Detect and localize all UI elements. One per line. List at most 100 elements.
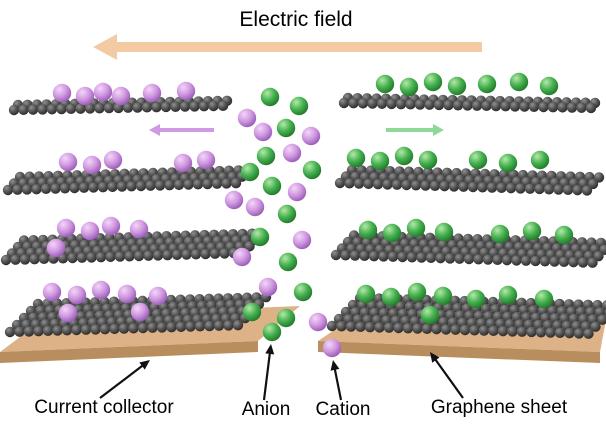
carbon-atom bbox=[56, 103, 67, 115]
carbon-atom bbox=[340, 250, 351, 261]
graphene-sheet bbox=[0, 216, 267, 266]
electric-field-arrow bbox=[93, 34, 482, 60]
carbon-atom bbox=[137, 322, 149, 334]
anion-sphere bbox=[375, 74, 395, 94]
carbon-atom bbox=[519, 101, 530, 112]
carbon-atom bbox=[416, 252, 427, 263]
cation-label: Cation bbox=[315, 399, 371, 420]
cation-sphere bbox=[129, 219, 149, 239]
cation-sphere bbox=[232, 247, 252, 267]
carbon-atom bbox=[50, 183, 61, 194]
carbon-atom bbox=[459, 324, 471, 336]
carbon-atom bbox=[439, 180, 450, 192]
carbon-atom bbox=[395, 98, 407, 110]
anion-sphere bbox=[276, 308, 296, 328]
carbon-atom bbox=[382, 179, 393, 190]
carbon-atom bbox=[133, 250, 145, 262]
carbon-atom bbox=[410, 180, 422, 191]
carbon-atom bbox=[84, 103, 96, 114]
carbon-atom bbox=[554, 327, 566, 339]
carbon-atom bbox=[59, 183, 71, 194]
cation-sphere bbox=[130, 302, 150, 322]
carbon-atom bbox=[194, 321, 206, 332]
carbon-atom bbox=[538, 101, 549, 113]
anion-sphere bbox=[346, 148, 366, 168]
anion-sphere bbox=[370, 151, 390, 171]
carbon-atom bbox=[2, 184, 14, 196]
carbon-atom bbox=[336, 321, 347, 332]
carbon-atom bbox=[97, 181, 109, 193]
carbon-atom bbox=[219, 248, 230, 259]
carbon-atom bbox=[452, 100, 464, 111]
carbon-atom bbox=[557, 102, 568, 113]
anion-sphere bbox=[262, 176, 282, 196]
carbon-atom bbox=[19, 254, 31, 265]
carbon-atom bbox=[553, 184, 564, 195]
anion-pointer bbox=[262, 344, 275, 401]
carbon-atom bbox=[511, 255, 522, 266]
cation-sphere bbox=[173, 153, 193, 173]
anion-sphere bbox=[399, 77, 419, 97]
carbon-atom bbox=[114, 251, 126, 262]
carbon-atom bbox=[181, 249, 192, 260]
carbon-atom bbox=[88, 182, 99, 193]
anion-sphere bbox=[530, 150, 550, 170]
cation-sphere bbox=[148, 286, 168, 306]
carbon-atom bbox=[597, 314, 606, 325]
carbon-atom bbox=[431, 323, 442, 335]
carbon-atom bbox=[113, 102, 124, 114]
cation-sphere bbox=[52, 83, 72, 103]
carbon-atom bbox=[353, 178, 365, 189]
carbon-atom bbox=[576, 102, 587, 113]
carbon-atom bbox=[95, 251, 107, 263]
anion-sphere bbox=[240, 162, 260, 182]
anion-sphere bbox=[302, 160, 322, 180]
carbon-atom bbox=[162, 249, 173, 261]
carbon-atom bbox=[469, 325, 480, 336]
cation-sphere bbox=[308, 312, 328, 332]
graphene-sheet bbox=[326, 282, 606, 339]
anion-sphere bbox=[256, 146, 276, 166]
anion-sphere bbox=[423, 72, 443, 92]
anion-sphere bbox=[276, 118, 296, 138]
carbon-atom bbox=[46, 104, 58, 115]
anion-sphere bbox=[382, 223, 402, 243]
carbon-atom bbox=[23, 326, 35, 337]
carbon-atom bbox=[103, 102, 115, 114]
carbon-atom bbox=[334, 177, 346, 189]
carbon-atom bbox=[572, 184, 583, 196]
carbon-atom bbox=[462, 100, 473, 111]
carbon-atom bbox=[204, 320, 215, 332]
carbon-atom bbox=[458, 181, 469, 192]
carbon-atom bbox=[209, 248, 221, 259]
current-collector-label: Current collector bbox=[34, 397, 174, 418]
anion-sphere bbox=[509, 72, 529, 92]
carbon-atom bbox=[401, 179, 412, 191]
carbon-atom bbox=[198, 101, 210, 112]
carbon-atom bbox=[450, 324, 461, 335]
carbon-atom bbox=[116, 181, 128, 192]
carbon-atom bbox=[581, 185, 593, 196]
carbon-atom bbox=[38, 253, 50, 265]
current-collector-front bbox=[318, 341, 600, 363]
cation-sphere bbox=[80, 221, 100, 241]
anion-drift-arrow bbox=[386, 124, 444, 136]
carbon-atom bbox=[8, 104, 20, 116]
carbon-atom bbox=[424, 99, 435, 110]
carbon-atom bbox=[170, 101, 181, 112]
cation-sphere bbox=[322, 338, 342, 358]
carbon-atom bbox=[29, 253, 40, 265]
carbon-atom bbox=[135, 180, 147, 192]
carbon-atom bbox=[383, 322, 395, 333]
carbon-atom bbox=[562, 184, 574, 196]
carbon-atom bbox=[171, 249, 183, 261]
carbon-atom bbox=[391, 179, 403, 190]
carbon-atom bbox=[405, 99, 416, 110]
carbon-atom bbox=[448, 181, 460, 192]
carbon-atom bbox=[152, 250, 164, 261]
anion-sphere bbox=[407, 282, 427, 302]
carbon-atom bbox=[481, 100, 492, 112]
cation-sphere bbox=[103, 150, 123, 170]
carbon-atom bbox=[349, 250, 361, 261]
